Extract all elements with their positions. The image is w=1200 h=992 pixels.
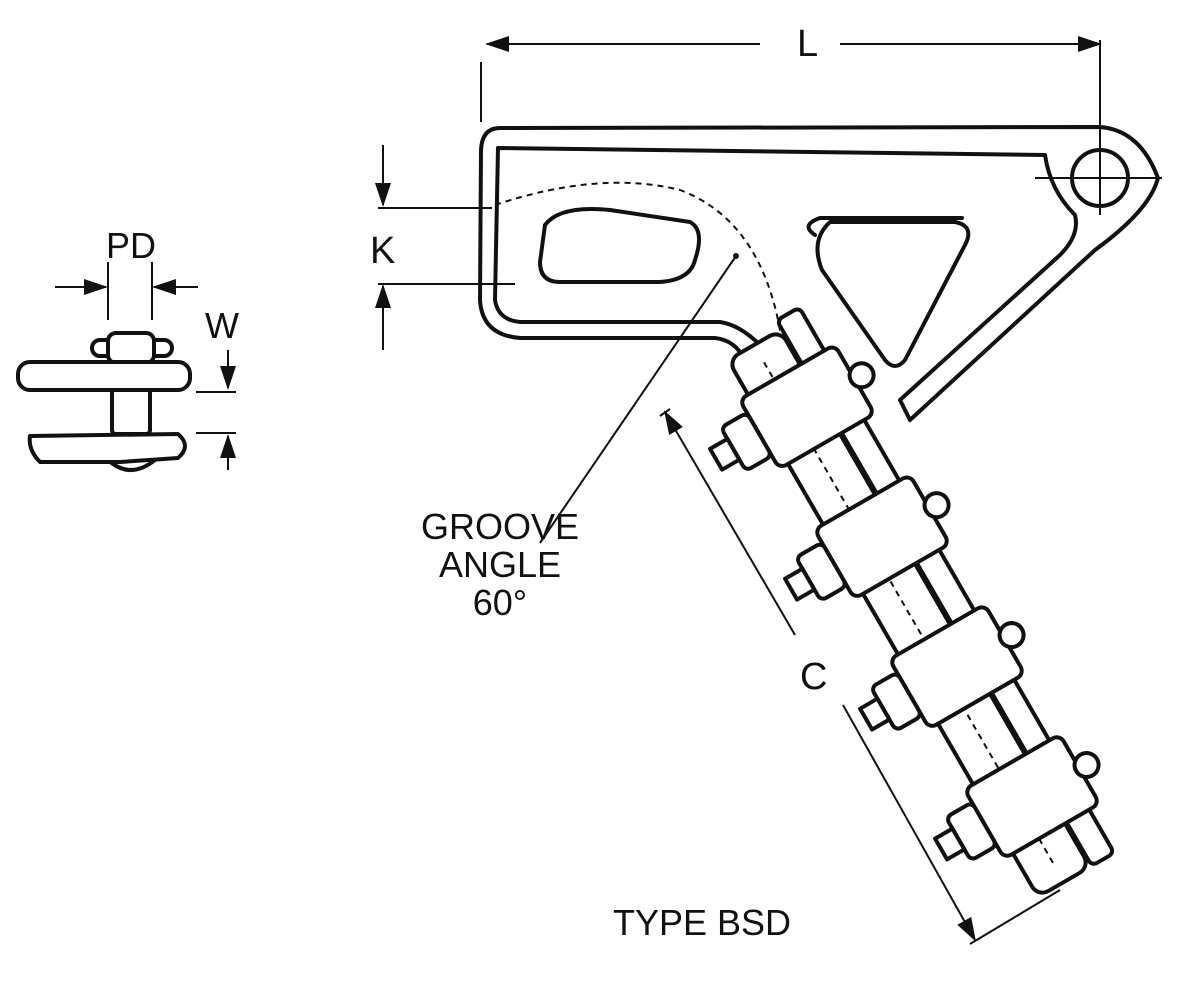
groove-angle-note: GROOVE ANGLE 60° bbox=[395, 508, 605, 622]
clamp-body bbox=[478, 120, 1162, 851]
groove-line-3: 60° bbox=[472, 582, 528, 623]
groove-line-2: ANGLE bbox=[438, 544, 562, 585]
bolt bbox=[858, 605, 1026, 732]
dimension-k bbox=[375, 145, 515, 350]
side-view bbox=[16, 262, 236, 472]
bolt bbox=[708, 345, 876, 472]
label-pd: PD bbox=[106, 225, 157, 266]
label-k: K bbox=[370, 230, 396, 272]
label-c: C bbox=[800, 656, 828, 698]
bolt bbox=[933, 735, 1101, 862]
groove-line-1: GROOVE bbox=[420, 506, 580, 547]
drawing-title: TYPE BSD bbox=[613, 902, 792, 943]
label-l: L bbox=[797, 23, 819, 65]
dimension-c bbox=[659, 408, 1061, 945]
label-w: W bbox=[205, 305, 239, 346]
dimension-l bbox=[480, 36, 1102, 125]
clamp-keeper bbox=[708, 307, 1115, 895]
bolt bbox=[783, 475, 951, 602]
